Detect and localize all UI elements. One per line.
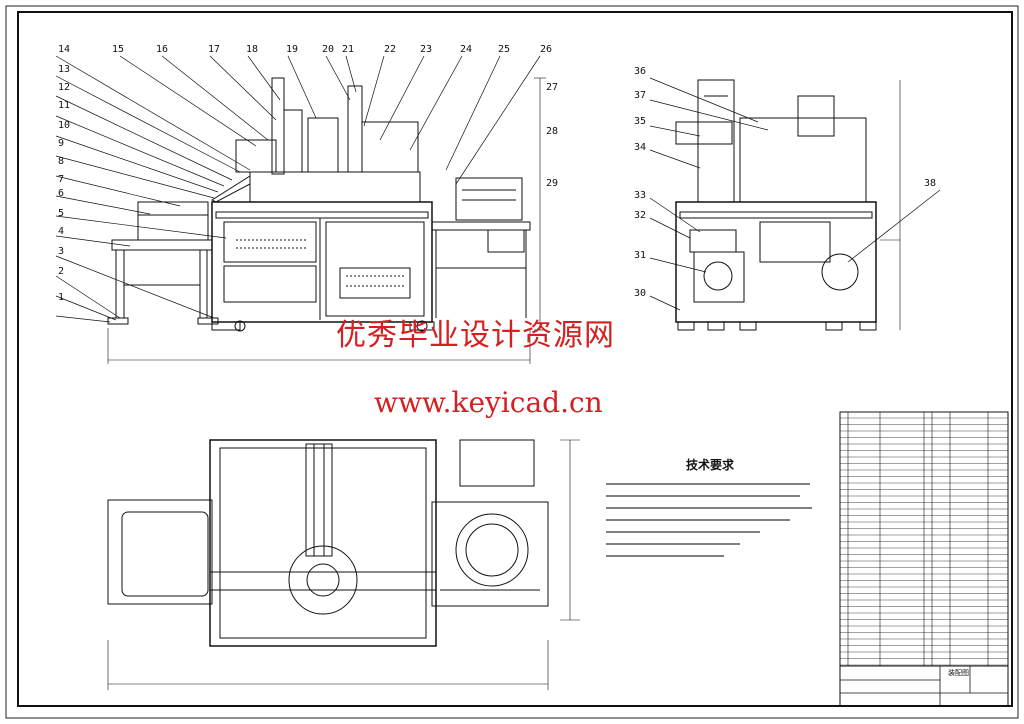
side-balloon-label: 31 xyxy=(634,250,647,261)
front-balloon-label: 28 xyxy=(546,126,559,137)
side-balloon-label: 34 xyxy=(634,142,647,153)
side-balloon-label: 35 xyxy=(634,116,647,127)
front-balloon-label: 24 xyxy=(460,44,473,55)
front-balloon-label: 29 xyxy=(546,178,559,189)
watermark-url: www.keyicad.cn xyxy=(374,386,603,419)
tech-requirements-heading: 技术要求 xyxy=(686,458,735,472)
front-balloon-label: 4 xyxy=(58,226,65,237)
front-balloon-label: 9 xyxy=(58,138,65,149)
side-balloon-label: 30 xyxy=(634,288,647,299)
front-balloon-label: 17 xyxy=(208,44,221,55)
front-balloon-label: 10 xyxy=(58,120,71,131)
side-balloon-label: 33 xyxy=(634,190,647,201)
side-view-leaders xyxy=(649,77,941,311)
watermark-site-name: 优秀毕业设计资源网 xyxy=(336,318,615,353)
front-balloon-label: 8 xyxy=(58,156,65,167)
outer-border xyxy=(5,5,1019,719)
front-balloon-label: 12 xyxy=(58,82,71,93)
front-balloon-label: 2 xyxy=(58,266,65,277)
parts-list-rows xyxy=(840,417,1008,666)
front-balloon-label: 18 xyxy=(246,44,259,55)
side-balloon-label: 36 xyxy=(634,66,647,77)
front-balloon-label: 14 xyxy=(58,44,71,55)
inner-border xyxy=(17,11,1013,707)
front-balloon-label: 3 xyxy=(58,246,65,257)
front-balloon-label: 25 xyxy=(498,44,511,55)
front-balloon-label: 26 xyxy=(540,44,553,55)
front-balloon-label: 21 xyxy=(342,44,355,55)
side-view xyxy=(675,79,901,331)
front-balloon-label: 6 xyxy=(58,188,65,199)
front-balloon-label: 7 xyxy=(58,174,65,185)
front-balloon-label: 5 xyxy=(58,208,65,219)
front-balloon-label: 15 xyxy=(112,44,125,55)
front-view-leaders xyxy=(55,55,541,323)
front-balloon-label: 13 xyxy=(58,64,71,75)
front-balloon-label: 11 xyxy=(58,100,71,111)
title-block xyxy=(839,665,1009,707)
title-block-title: 装配图 xyxy=(948,669,969,677)
side-balloon-label: 32 xyxy=(634,210,647,221)
front-view xyxy=(107,77,546,364)
front-balloon-label: 1 xyxy=(58,292,65,303)
front-balloon-label: 22 xyxy=(384,44,397,55)
side-balloon-label: 38 xyxy=(924,178,937,189)
front-balloon-label: 27 xyxy=(546,82,559,93)
top-view xyxy=(107,439,580,690)
front-balloon-label: 16 xyxy=(156,44,169,55)
front-balloon-label: 23 xyxy=(420,44,433,55)
front-balloon-label: 19 xyxy=(286,44,299,55)
front-balloon-label: 20 xyxy=(322,44,335,55)
side-balloon-label: 37 xyxy=(634,90,647,101)
tech-requirements-lines xyxy=(606,483,812,557)
parts-list xyxy=(839,411,1009,667)
